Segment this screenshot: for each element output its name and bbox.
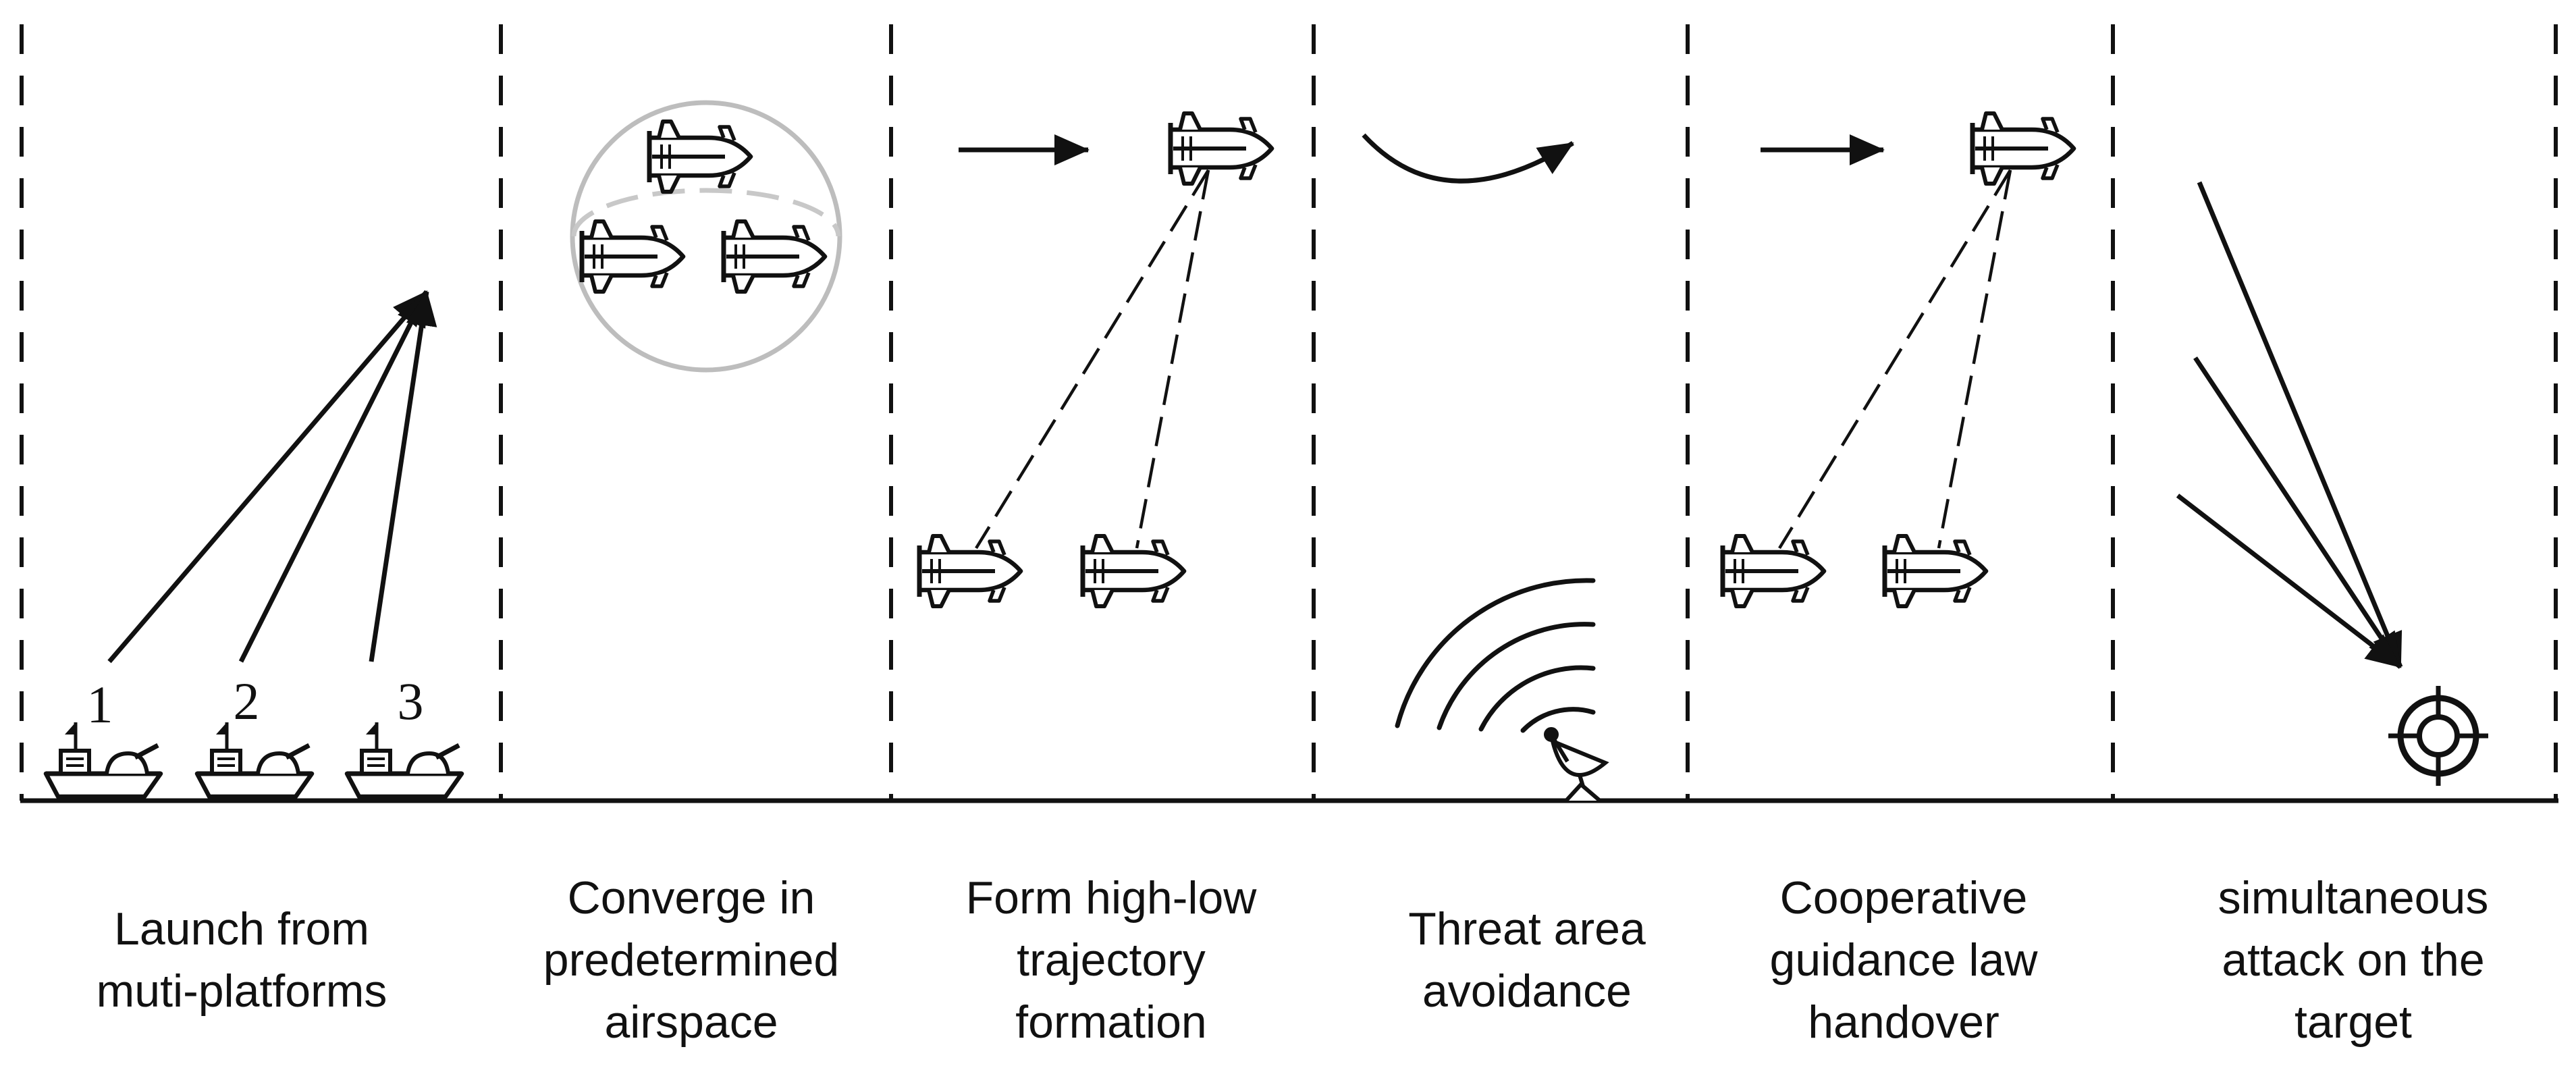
caption-line: Form high-low xyxy=(965,872,1257,924)
missile-icon xyxy=(724,221,825,292)
platform-number-2: 2 xyxy=(234,672,260,730)
caption-line: formation xyxy=(1015,996,1207,1048)
caption-converge: Converge in predetermined airspace xyxy=(502,867,880,1053)
caption-attack: simultaneous attack on the target xyxy=(2164,867,2542,1053)
stage-handover-graphic xyxy=(1723,113,2074,606)
ship-icon xyxy=(347,722,462,797)
caption-handover: Cooperative guidance law handover xyxy=(1715,867,2093,1053)
caption-line: simultaneous xyxy=(2218,872,2489,924)
stage-avoidance-graphic xyxy=(1362,133,1609,803)
missile-icon xyxy=(1885,536,1986,606)
missile-icon xyxy=(649,122,751,192)
caption-formation: Form high-low trajectory formation xyxy=(922,867,1300,1053)
avoidance-arrow xyxy=(1362,133,1574,184)
stage-launch-graphic: 1 2 3 xyxy=(46,290,462,797)
stage-attack-graphic xyxy=(2176,181,2488,786)
missile-icon xyxy=(1723,536,1824,606)
radar-waves xyxy=(1395,578,1596,733)
ship-icon xyxy=(197,722,312,797)
guidance-link xyxy=(1778,169,2012,550)
airspace-equator xyxy=(571,188,841,237)
caption-line: Threat area xyxy=(1408,903,1646,955)
launch-trajectory-2 xyxy=(238,290,429,663)
stage-dividers xyxy=(20,24,2558,801)
attack-trajectory-3 xyxy=(2176,493,2403,669)
formation-link xyxy=(1135,169,1210,549)
caption-line: target xyxy=(2295,996,2412,1048)
caption-line: avoidance xyxy=(1422,965,1632,1017)
missile-icon xyxy=(1171,113,1272,184)
guidance-link xyxy=(1937,169,2012,549)
platform-number-1: 1 xyxy=(87,675,113,734)
caption-line: muti-platforms xyxy=(96,965,387,1017)
attack-trajectory-1 xyxy=(2197,181,2403,668)
caption-line: Launch from xyxy=(114,903,369,955)
caption-line: guidance law xyxy=(1769,934,2038,986)
caption-avoidance: Threat area avoidance xyxy=(1338,898,1716,1022)
missile-icon xyxy=(1083,536,1184,606)
caption-line: trajectory xyxy=(1017,934,1206,986)
stage-converge-graphic xyxy=(570,100,842,373)
stage-formation-graphic xyxy=(919,113,1272,606)
target-crosshair-icon xyxy=(2388,686,2488,786)
caption-launch: Launch from muti-platforms xyxy=(53,898,431,1022)
missile-icon xyxy=(919,536,1021,606)
caption-line: predetermined xyxy=(543,934,840,986)
missile-icon xyxy=(582,221,683,292)
caption-line: Converge in xyxy=(567,872,815,924)
launch-trajectory-1 xyxy=(107,290,429,664)
formation-link xyxy=(975,169,1210,550)
radar-dish-icon xyxy=(1544,727,1609,803)
attack-trajectory-2 xyxy=(2193,356,2403,668)
missile-icon xyxy=(1973,113,2074,184)
caption-line: airspace xyxy=(604,996,778,1048)
caption-line: handover xyxy=(1808,996,2000,1048)
launch-trajectory-3 xyxy=(369,290,437,662)
caption-line: attack on the xyxy=(2222,934,2485,986)
platform-number-3: 3 xyxy=(398,672,424,730)
caption-line: Cooperative xyxy=(1779,872,2028,924)
